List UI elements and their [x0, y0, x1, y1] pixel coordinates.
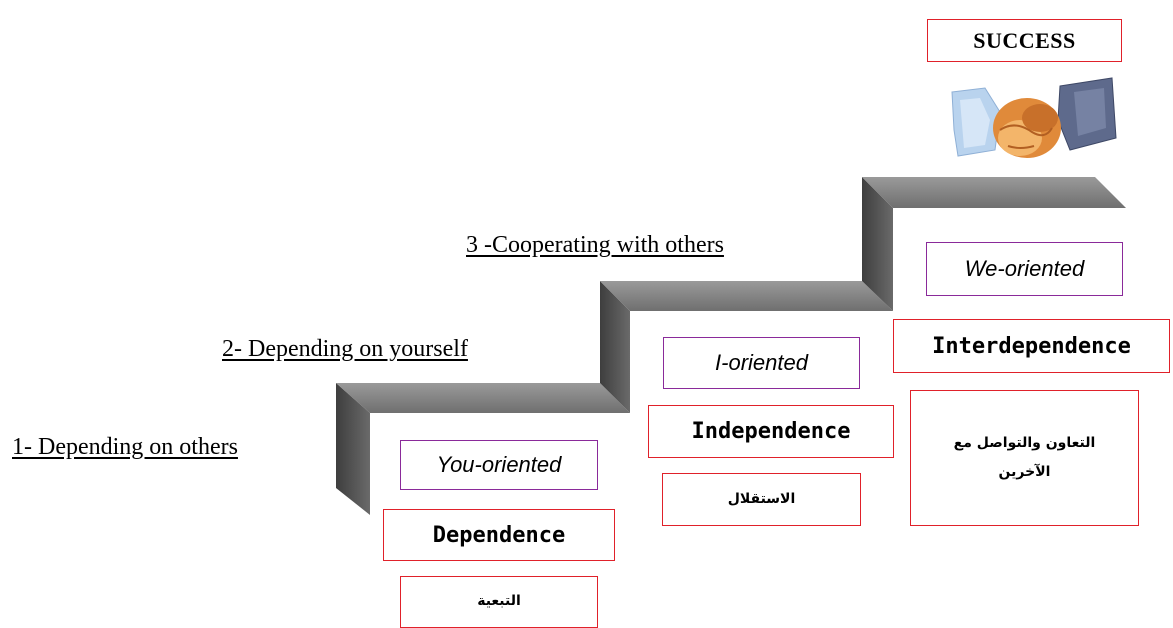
concept-box-dependence: Dependence	[383, 509, 615, 561]
success-box: SUCCESS	[927, 19, 1122, 62]
orientation-label-i: I-oriented	[715, 350, 808, 375]
orientation-label-you: You-oriented	[436, 452, 562, 477]
arabic-label-dependence: التبعية	[477, 593, 521, 610]
stair-tread-3	[862, 177, 1126, 208]
handshake-icon	[951, 77, 1117, 158]
arabic-box-interdependence: التعاون والتواصل مع الآخرين	[910, 390, 1139, 526]
concept-label-dependence: Dependence	[432, 522, 566, 548]
stair-riser-3	[862, 177, 893, 311]
arabic-label-independence: الاستقلال	[727, 490, 796, 507]
orientation-box-we: We-oriented	[926, 242, 1123, 296]
stair-riser-1	[336, 383, 370, 515]
arabic-box-independence: الاستقلال	[662, 473, 861, 526]
concept-label-independence: Independence	[691, 419, 851, 444]
concept-box-independence: Independence	[648, 405, 894, 458]
orientation-label-we: We-oriented	[964, 256, 1085, 281]
success-label: SUCCESS	[973, 27, 1076, 53]
step-label-1: 1- Depending on others	[12, 434, 238, 460]
stair-tread-1	[336, 383, 630, 413]
concept-label-interdependence: Interdependence	[932, 333, 1131, 359]
concept-box-interdependence: Interdependence	[893, 319, 1170, 373]
step-label-3: 3 -Cooperating with others	[466, 232, 724, 258]
arabic-label-interdependence: التعاون والتواصل مع الآخرين	[953, 434, 1096, 480]
stair-tread-2	[600, 281, 893, 311]
orientation-box-i: I-oriented	[663, 337, 860, 389]
step-label-2: 2- Depending on yourself	[222, 336, 468, 362]
arabic-box-dependence: التبعية	[400, 576, 598, 628]
stair-riser-2	[600, 281, 630, 413]
orientation-box-you: You-oriented	[400, 440, 598, 490]
